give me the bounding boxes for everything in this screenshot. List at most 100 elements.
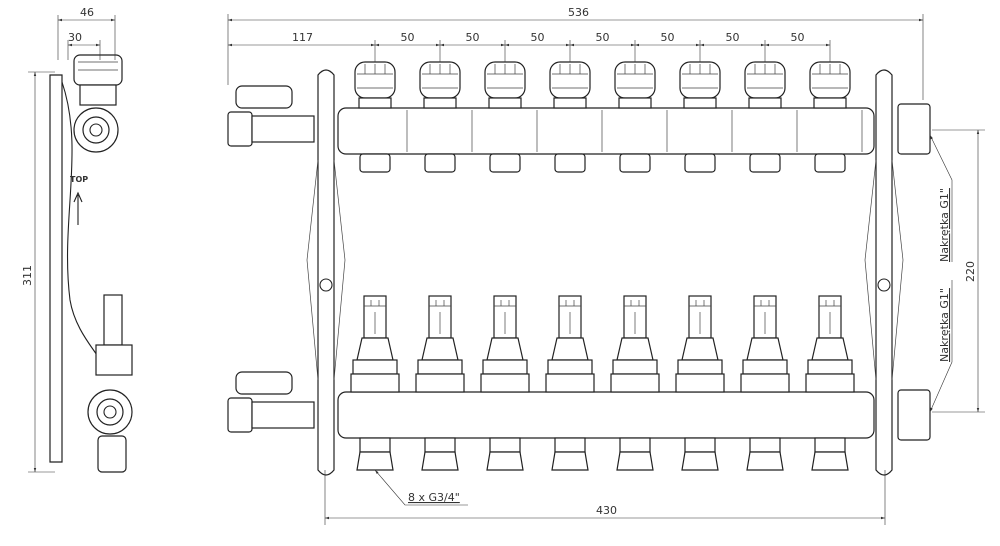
supply-outlet: [489, 153, 521, 173]
flow-meter-scale: [429, 300, 451, 334]
supply-bar: [337, 107, 875, 155]
flow-meter-ring: [547, 359, 593, 375]
flow-meter-base: [675, 373, 725, 393]
dim-overall-width: 536: [568, 6, 589, 19]
return-outlet-fitting: [486, 451, 524, 471]
bottom-ball-valve: [251, 401, 315, 429]
valve-cap-ribs: [487, 64, 523, 89]
flow-meter-scale: [494, 300, 516, 334]
flow-direction-arrow-icon: [73, 191, 83, 225]
return-outlet-nut: [814, 437, 846, 453]
flow-meter-base: [805, 373, 855, 393]
side-bracket-profile: [61, 81, 101, 361]
flow-meter-body: [746, 337, 784, 361]
side-bottom-bar-core: [103, 405, 117, 419]
side-flow-meter: [103, 294, 123, 346]
front-dimensions: 536 117 430 220 Nakrętka G1" Nakrętka G1…: [227, 6, 985, 525]
left-bracket: [317, 69, 335, 476]
dim-outlet-spacing: 50: [726, 31, 740, 44]
valve-cap-base: [683, 97, 717, 109]
flow-meter-base: [610, 373, 660, 393]
dim-overall-height: 311: [21, 265, 34, 286]
valve-cap-base: [813, 97, 847, 109]
front-view: [227, 61, 931, 476]
supply-outlet: [554, 153, 586, 173]
supply-outlet: [684, 153, 716, 173]
right-bracket: [875, 69, 893, 476]
valve-cap-base: [618, 97, 652, 109]
return-outlet-fitting: [616, 451, 654, 471]
supply-outlet: [619, 153, 651, 173]
top-ball-valve: [251, 115, 315, 143]
flow-meter-scale: [559, 300, 581, 334]
return-outlet-nut: [684, 437, 716, 453]
flow-meter-body: [421, 337, 459, 361]
dim-outlet-spacing: 50: [791, 31, 805, 44]
valve-cap-ribs: [422, 64, 458, 89]
side-dimensions: 46 30 311: [21, 6, 116, 473]
flow-meter-body: [551, 337, 589, 361]
valve-cap-base: [423, 97, 457, 109]
left-bracket-hole: [319, 278, 333, 292]
return-outlet-nut: [619, 437, 651, 453]
valve-cap-base: [488, 97, 522, 109]
return-outlet-nut: [424, 437, 456, 453]
return-outlet-nut: [554, 437, 586, 453]
top-inlet-nut: [227, 111, 253, 147]
flow-meter-ring: [482, 359, 528, 375]
bottom-valve-handle: [235, 371, 293, 395]
return-outlet-fitting: [746, 451, 784, 471]
side-bottom-bar-bore: [96, 398, 124, 426]
return-outlet-nut: [359, 437, 391, 453]
side-bracket-plate: [49, 74, 63, 463]
top-marking: TOP: [70, 175, 88, 184]
side-valve-body: [79, 84, 117, 106]
supply-outlet: [749, 153, 781, 173]
flow-meter-ring: [807, 359, 853, 375]
flow-meter-base: [480, 373, 530, 393]
top-end-nut: [897, 103, 931, 155]
flow-meter-ring: [612, 359, 658, 375]
flow-meter-body: [616, 337, 654, 361]
side-top-bar-bore: [82, 116, 110, 144]
dim-first-outlet: 117: [292, 31, 313, 44]
valve-cap-ribs: [617, 64, 653, 89]
valve-cap-ribs: [552, 64, 588, 89]
flow-meter-ring: [677, 359, 723, 375]
return-outlet-fitting: [551, 451, 589, 471]
dim-outlet-spacing: 50: [466, 31, 480, 44]
return-outlet-nut: [749, 437, 781, 453]
return-outlet-nut: [489, 437, 521, 453]
return-outlet-fitting: [421, 451, 459, 471]
bottom-inlet-nut: [227, 397, 253, 433]
flow-meter-base: [350, 373, 400, 393]
supply-outlet: [814, 153, 846, 173]
flow-meter-body: [356, 337, 394, 361]
dim-bar-spacing: 220: [964, 261, 977, 282]
dim-bracket-spacing: 430: [596, 504, 617, 517]
dim-side-depth: 46: [80, 6, 94, 19]
valve-cap-base: [358, 97, 392, 109]
right-bracket-hole: [877, 278, 891, 292]
flow-meter-scale: [364, 300, 386, 334]
label-nut-top: Nakrętka G1": [938, 188, 951, 262]
supply-outlet: [424, 153, 456, 173]
label-nut-bottom: Nakrętka G1": [938, 288, 951, 362]
top-valve-handle: [235, 85, 293, 109]
flow-meter-base: [740, 373, 790, 393]
return-bar: [337, 391, 875, 439]
flow-meter-body: [811, 337, 849, 361]
dim-outlet-spacing: 50: [661, 31, 675, 44]
bracket-outline: [306, 159, 904, 381]
side-cap-ribs: [78, 61, 118, 71]
flow-meter-base: [545, 373, 595, 393]
flow-meter-scale: [754, 300, 776, 334]
flow-meter-ring: [742, 359, 788, 375]
side-flow-meter-base: [95, 344, 133, 376]
flow-meter-scale: [819, 300, 841, 334]
side-view: TOP: [49, 54, 133, 473]
dim-outlet-spacing: 50: [596, 31, 610, 44]
valve-cap-ribs: [682, 64, 718, 89]
bottom-end-nut: [897, 389, 931, 441]
